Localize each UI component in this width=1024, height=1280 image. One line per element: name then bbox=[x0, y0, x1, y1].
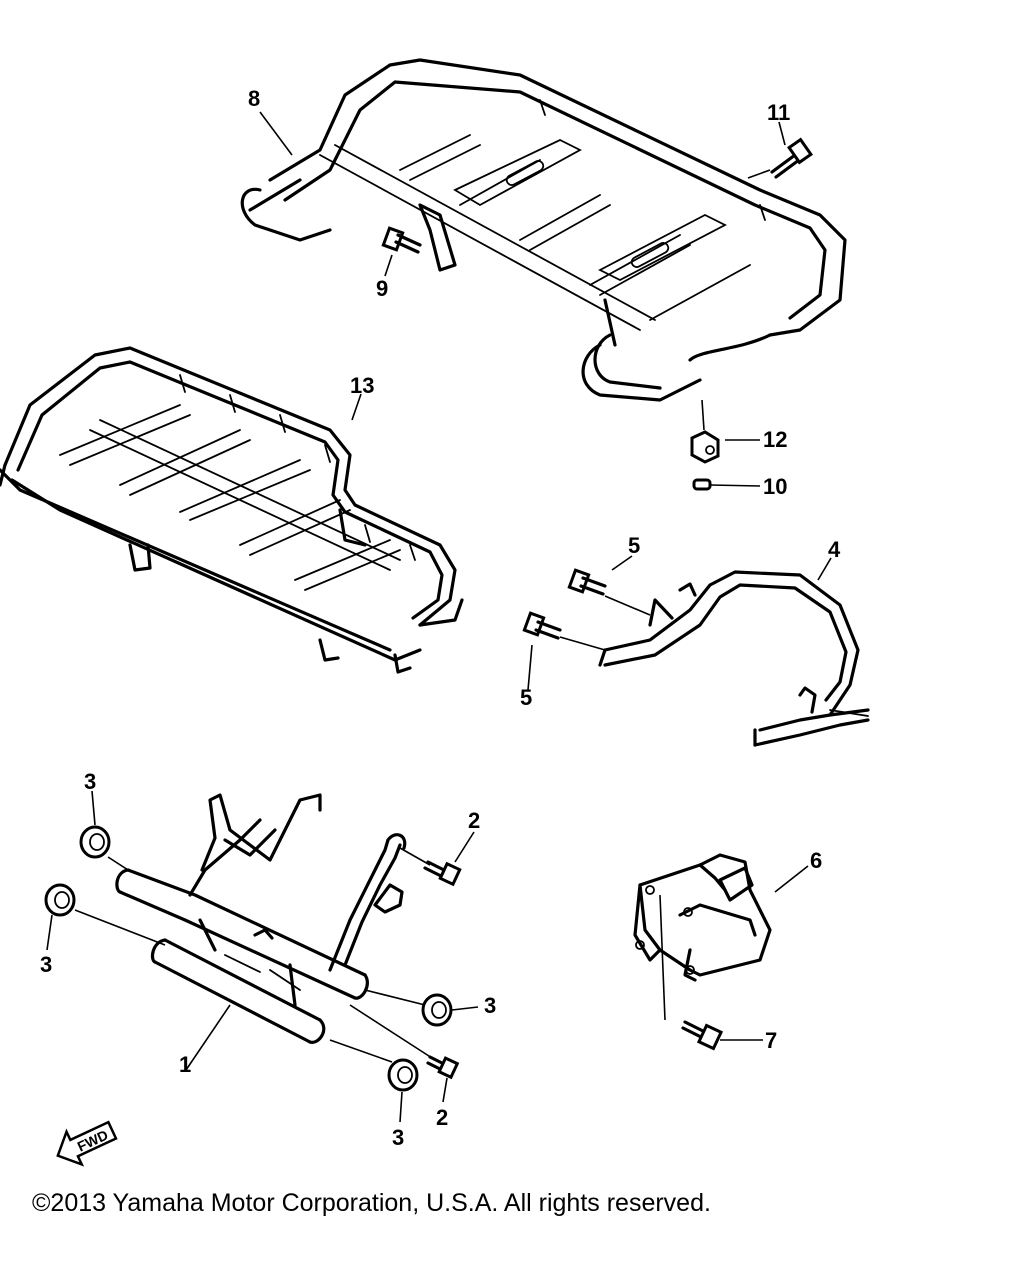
callout-11: 11 bbox=[767, 100, 790, 125]
front-bumper-part-1 bbox=[115, 793, 407, 1044]
callout-labels: 8 11 9 13 12 10 5 4 5 3 2 6 3 3 7 1 2 3 bbox=[40, 86, 841, 1150]
callout-13: 13 bbox=[350, 373, 374, 398]
callout-1: 1 bbox=[179, 1052, 191, 1077]
callout-10: 10 bbox=[763, 474, 787, 499]
bracket-part-6 bbox=[633, 853, 772, 982]
bolt-part-5-upper bbox=[567, 568, 607, 596]
callout-3-right: 3 bbox=[484, 993, 496, 1018]
rear-carrier-part-8 bbox=[240, 58, 847, 402]
callout-2-lower: 2 bbox=[436, 1105, 448, 1130]
nut-part-12 bbox=[690, 430, 720, 464]
callout-7: 7 bbox=[765, 1028, 777, 1053]
callout-8: 8 bbox=[248, 86, 260, 111]
bolt-part-2-upper bbox=[423, 860, 462, 887]
bolt-part-9 bbox=[381, 226, 422, 254]
bolt-part-2-lower bbox=[426, 1055, 460, 1080]
callout-5-lower: 5 bbox=[520, 685, 532, 710]
callout-6: 6 bbox=[810, 848, 822, 873]
grommet-part-3-upper-left bbox=[79, 825, 111, 859]
pin-part-10 bbox=[692, 478, 712, 491]
guard-bar-part-4 bbox=[598, 570, 870, 747]
callout-3-bottom: 3 bbox=[392, 1125, 404, 1150]
callout-3-upper-left: 3 bbox=[84, 769, 96, 794]
forward-direction-arrow: FWD bbox=[56, 1120, 118, 1167]
grommet-part-3-right bbox=[421, 993, 453, 1027]
bolt-part-5-lower bbox=[522, 611, 562, 640]
callout-4: 4 bbox=[828, 537, 841, 562]
callout-9: 9 bbox=[376, 276, 388, 301]
bolt-part-7 bbox=[681, 1020, 724, 1051]
bolt-part-11 bbox=[770, 137, 813, 179]
grommet-part-3-bottom bbox=[387, 1058, 419, 1092]
callout-2-upper: 2 bbox=[468, 808, 480, 833]
callout-12: 12 bbox=[763, 427, 787, 452]
callout-5-upper: 5 bbox=[628, 533, 640, 558]
copyright-notice: ©2013 Yamaha Motor Corporation, U.S.A. A… bbox=[32, 1189, 711, 1217]
front-carrier-part-13 bbox=[0, 346, 464, 674]
leader-lines bbox=[46, 111, 832, 1123]
grommet-part-3-left bbox=[44, 883, 76, 917]
callout-3-left: 3 bbox=[40, 952, 52, 977]
